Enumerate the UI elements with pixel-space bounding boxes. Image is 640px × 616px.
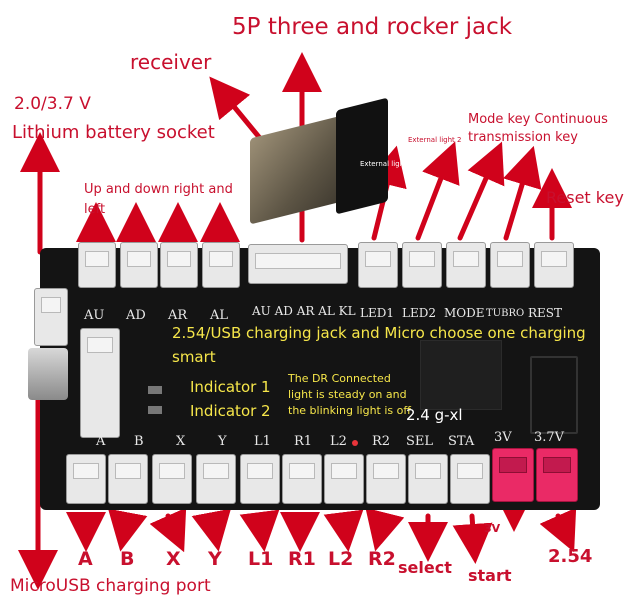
silk-l1: L1 [254,434,271,449]
connector-x [152,454,192,504]
silk-ad: AD [126,308,146,323]
arrow-down-254 [539,507,577,553]
dr-note-line3: the blinking light is off [288,404,411,417]
label-3v: 3V [484,522,501,535]
label-y: Y [208,548,222,570]
connector-a [66,454,106,504]
connector-led2 [402,242,442,288]
label-x: X [166,548,181,570]
arrow-down-b [108,508,148,552]
connector-254 [536,448,578,502]
arrow-down-l1 [239,509,280,552]
connector-ad [120,242,158,288]
arrow-down-start [452,513,493,564]
connector-3v [492,448,534,502]
connector-al [202,242,240,288]
wireless-label: 2.4 g-xl [406,406,463,424]
silk-au: AU [84,308,105,323]
reset-key-label: Reset key [546,188,624,207]
pcb-antenna [530,356,578,434]
connector-au [78,242,116,288]
silk-x: X [176,434,186,449]
silk-ar: AR [168,308,188,323]
label-b: B [120,548,135,570]
arrow-down-r2 [365,507,405,552]
dr-note-line1: The DR Connected [288,372,391,385]
rocker-jack-label: 5P three and rocker jack [232,14,513,40]
connector-tubro [490,242,530,288]
external-light-1-label: External light 1 [360,160,414,168]
charging-jack-note: 2.54/USB charging jack and Micro choose … [172,324,586,342]
silk-tubro: TUBRO [486,308,525,319]
silk-al: AL [210,308,229,323]
connector-start [450,454,490,504]
label-a: A [78,548,93,570]
indicator-1-label: Indicator 1 [190,378,271,396]
connector-l2 [324,454,364,504]
silk-b: B [134,434,144,449]
voltage-label: 2.0/3.7 V [14,94,91,114]
battery-socket-connector [34,288,68,346]
connector-b [108,454,148,504]
battery-socket-label: Lithium battery socket [12,122,215,143]
label-l2: L2 [328,548,354,570]
microusb-port-label: MicroUSB charging port [10,576,211,596]
status-led-red [352,440,358,446]
silk-sta: STA [448,434,475,449]
silk-3v: 3V [494,430,512,445]
receiver-label: receiver [130,50,212,74]
receiver-metal-plug [250,113,350,225]
label-254: 2.54 [548,546,593,567]
arrow-down-l2 [323,509,364,552]
indicator-2-label: Indicator 2 [190,402,271,420]
arrow-down-y [191,508,231,552]
connector-y [196,454,236,504]
connector-ar [160,242,198,288]
silk-led1: LED1 [360,306,394,320]
charging-jack-note-2: smart [172,348,216,366]
side-5pin-connector [80,328,120,438]
connector-led1 [358,242,398,288]
arrow-down-x [149,507,187,553]
label-r1: R1 [288,548,316,570]
silk-led2: LED2 [402,306,436,320]
silk-l2: L2 [330,434,347,449]
controller-board: AU AD AR AL AU AD AR AL KL LED1 LED2 MOD… [28,242,600,510]
silk-rest: REST [528,306,563,320]
silk-37v: 3.7V [534,430,565,445]
arrow-tubro [503,145,542,241]
silk-r2: R2 [372,434,391,449]
label-start: start [468,566,512,585]
transmission-key-label: transmission key [468,130,578,145]
connector-mode [446,242,486,288]
connector-l1 [240,454,280,504]
silk-rocker: AU AD AR AL KL [252,304,356,318]
indicator-led-1 [148,386,162,394]
direction-label-line1: Up and down right and [84,182,233,197]
indicator-led-2 [148,406,162,414]
main-chip [420,340,502,410]
connector-rocker [248,244,348,284]
arrow-mode [457,141,505,241]
mode-key-label: Mode key Continuous [468,112,608,127]
arrow-led2 [415,141,460,241]
connector-r1 [282,454,322,504]
silk-a: A [96,434,106,449]
connector-reset [534,242,574,288]
silk-mode: MODE [444,306,485,320]
receiver-body [336,97,388,215]
microusb-port [28,348,68,400]
direction-label-line2: left [84,202,106,217]
silk-y: Y [218,434,227,449]
connector-r2 [366,454,406,504]
label-select: select [398,558,452,577]
connector-select [408,454,448,504]
label-l1: L1 [248,548,274,570]
external-light-2-label: External light 2 [408,136,462,144]
silk-sel: SEL [406,434,434,449]
label-r2: R2 [368,548,396,570]
dr-note-line2: light is steady on and [288,388,407,401]
silk-r1: R1 [294,434,313,449]
